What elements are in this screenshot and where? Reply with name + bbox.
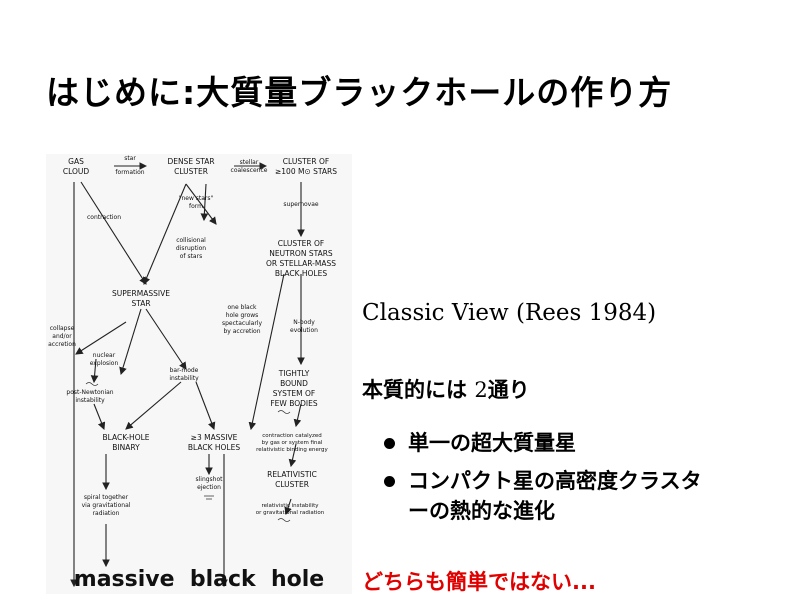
classic-view-heading: Classic View (Rees 1984) — [362, 300, 657, 326]
cluster-of-stars-node: CLUSTER OF≥100 M⊙ STARS — [275, 157, 337, 176]
essence-suffix: 通り — [487, 378, 530, 402]
essence-number: 2 — [474, 378, 488, 402]
flow-arrows — [70, 162, 305, 588]
supernovae-label: supernovae — [283, 201, 318, 208]
essence-line: 本質的には 2通り — [362, 374, 530, 404]
essence-text: 本質的には — [362, 378, 467, 402]
slide-title: はじめに:大質量ブラックホールの作り方 — [46, 73, 673, 112]
bullet-item: 単一の超大質量星 — [384, 428, 718, 458]
endpoint-marks — [85, 382, 291, 522]
bullet-item: コンパクト星の高密度クラスターの熱的な進化 — [384, 466, 718, 526]
contraction-label: contraction — [87, 214, 121, 221]
new-stars-form-label: "new stars"form — [179, 195, 214, 210]
massive-black-hole-label: massive black hole — [74, 567, 324, 592]
bullet-list: 単一の超大質量星 コンパクト星の高密度クラスターの熱的な進化 — [384, 428, 718, 534]
bullet-text: 単一の超大質量星 — [408, 431, 576, 455]
bullet-dot-icon — [384, 438, 395, 449]
conclusion-text: どちらも簡単ではない... — [362, 570, 596, 594]
bullet-dot-icon — [384, 476, 395, 487]
bullet-text: コンパクト星の高密度クラスターの熱的な進化 — [408, 469, 702, 523]
